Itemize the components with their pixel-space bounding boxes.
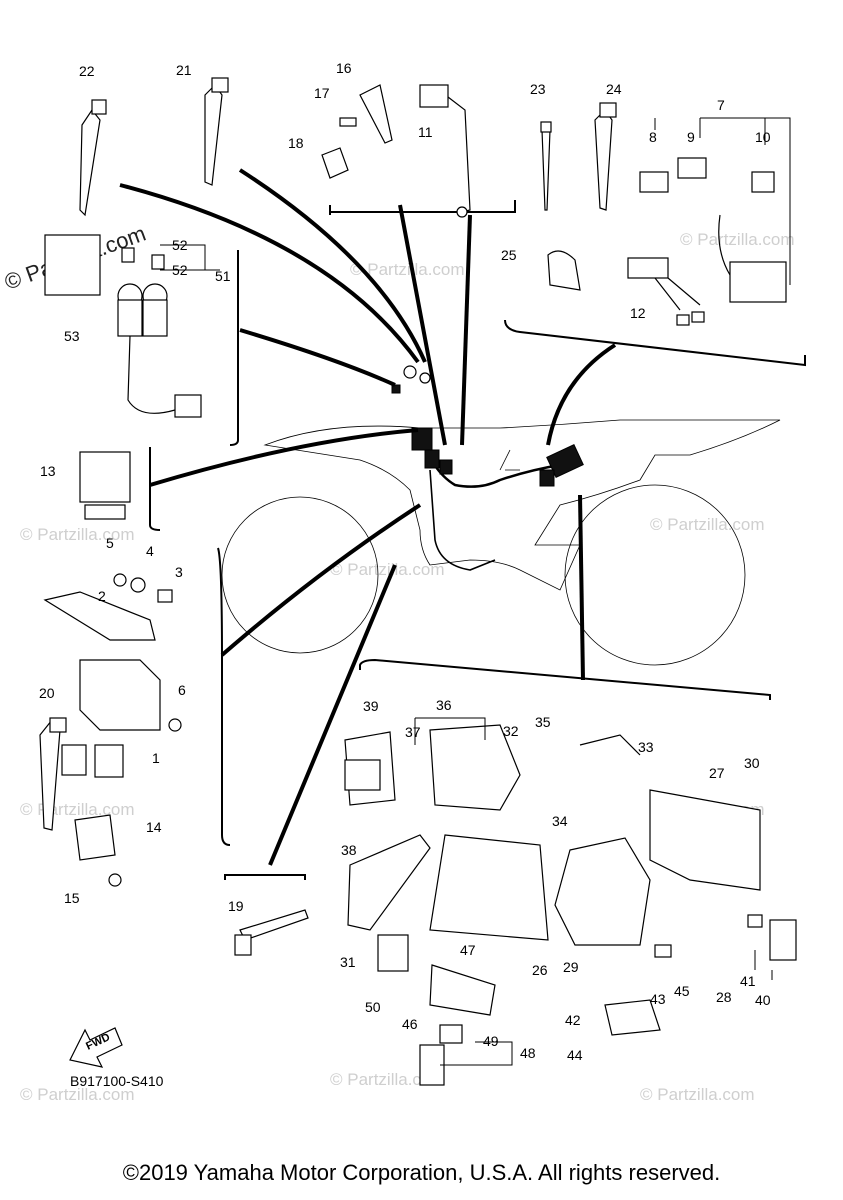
callout-41[interactable]: 41 xyxy=(740,973,756,989)
part-ignition-coil xyxy=(44,234,202,418)
part-rectifier xyxy=(43,573,182,887)
callout-17[interactable]: 17 xyxy=(314,85,330,101)
callout-6[interactable]: 6 xyxy=(178,682,186,698)
part-battery-area xyxy=(344,724,797,1086)
callout-43[interactable]: 43 xyxy=(650,991,666,1007)
motorcycle-outline xyxy=(221,419,781,666)
callout-45[interactable]: 45 xyxy=(674,983,690,999)
callout-9[interactable]: 9 xyxy=(687,129,695,145)
wire-harness xyxy=(391,365,584,571)
callout-53[interactable]: 53 xyxy=(64,328,80,344)
callout-20[interactable]: 20 xyxy=(39,685,55,701)
callout-27[interactable]: 27 xyxy=(709,765,725,781)
callout-36[interactable]: 36 xyxy=(436,697,452,713)
watermark: © Partzilla.com xyxy=(20,1085,135,1104)
callout-46[interactable]: 46 xyxy=(402,1016,418,1032)
callout-25[interactable]: 25 xyxy=(501,247,517,263)
watermark: © Partzilla.com xyxy=(330,1070,445,1089)
watermark: © Partzilla.com xyxy=(350,260,465,279)
group-brackets xyxy=(149,200,806,880)
callout-7[interactable]: 7 xyxy=(717,97,725,113)
callout-22[interactable]: 22 xyxy=(79,63,95,79)
callout-8[interactable]: 8 xyxy=(649,129,657,145)
leader-lines xyxy=(119,168,617,866)
copyright-notice: ©2019 Yamaha Motor Corporation, U.S.A. A… xyxy=(122,1160,721,1185)
callout-14[interactable]: 14 xyxy=(146,819,162,835)
callout-48[interactable]: 48 xyxy=(520,1045,536,1061)
part-connector-13 xyxy=(79,451,131,520)
callout-39[interactable]: 39 xyxy=(363,698,379,714)
callout-33[interactable]: 33 xyxy=(638,739,654,755)
callout-44[interactable]: 44 xyxy=(567,1047,583,1063)
callout-10[interactable]: 10 xyxy=(755,129,771,145)
watermark: © Partzilla.com xyxy=(680,230,795,249)
callout-16[interactable]: 16 xyxy=(336,60,352,76)
callout-30[interactable]: 30 xyxy=(744,755,760,771)
callout-47[interactable]: 47 xyxy=(460,942,476,958)
diagram-code: B917100-S410 xyxy=(70,1073,164,1089)
callout-50[interactable]: 50 xyxy=(365,999,381,1015)
callout-26[interactable]: 26 xyxy=(532,962,548,978)
callout-31[interactable]: 31 xyxy=(340,954,356,970)
callout-11[interactable]: 11 xyxy=(418,124,433,140)
callout-2[interactable]: 2 xyxy=(98,588,106,604)
callout-49[interactable]: 49 xyxy=(483,1033,499,1049)
part-small-brackets xyxy=(321,84,471,218)
callout-34[interactable]: 34 xyxy=(552,813,568,829)
part-relays-fuses xyxy=(547,157,787,326)
callout-12[interactable]: 12 xyxy=(630,305,646,321)
watermark: © Partzilla.com xyxy=(640,1085,755,1104)
callout-4[interactable]: 4 xyxy=(146,543,154,559)
callout-13[interactable]: 13 xyxy=(40,463,56,479)
callout-19[interactable]: 19 xyxy=(228,898,244,914)
callout-35[interactable]: 35 xyxy=(535,714,551,730)
watermark: © Partzilla.com xyxy=(20,800,135,819)
callout-15[interactable]: 15 xyxy=(64,890,80,906)
callout-32[interactable]: 32 xyxy=(503,723,519,739)
callout-40[interactable]: 40 xyxy=(755,992,771,1008)
callout-51[interactable]: 51 xyxy=(215,268,231,284)
callout-24[interactable]: 24 xyxy=(606,81,622,97)
callout-5[interactable]: 5 xyxy=(106,535,114,551)
fwd-arrow-icon: FWD xyxy=(69,1027,123,1068)
callout-38[interactable]: 38 xyxy=(341,842,357,858)
watermark: © Partzilla.com xyxy=(330,560,445,579)
callout-labels: 1 2 3 4 5 6 7 8 9 10 11 12 13 14 15 16 1… xyxy=(39,60,771,1063)
callout-18[interactable]: 18 xyxy=(288,135,304,151)
callout-52-a[interactable]: 52 xyxy=(172,237,188,253)
watermark: © Partzilla.com xyxy=(650,515,765,534)
callout-3[interactable]: 3 xyxy=(175,564,183,580)
callout-52-b[interactable]: 52 xyxy=(172,262,188,278)
callout-29[interactable]: 29 xyxy=(563,959,579,975)
callout-leaders xyxy=(160,117,791,1066)
callout-21[interactable]: 21 xyxy=(176,62,192,78)
watermark: © Partzilla.com xyxy=(20,525,135,544)
part-cable-ties xyxy=(39,77,617,956)
callout-23[interactable]: 23 xyxy=(530,81,546,97)
callout-28[interactable]: 28 xyxy=(716,989,732,1005)
callout-1[interactable]: 1 xyxy=(152,750,160,766)
callout-42[interactable]: 42 xyxy=(565,1012,581,1028)
callout-37[interactable]: 37 xyxy=(405,724,421,740)
